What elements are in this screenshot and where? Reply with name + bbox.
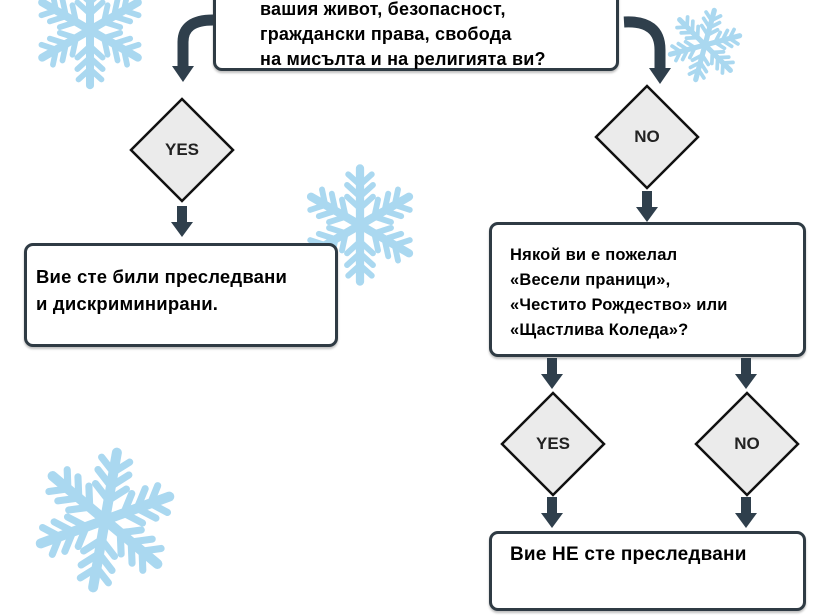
top-question-line: на мисълта и на религията ви?: [260, 49, 546, 69]
top-question-line: граждански права, свобода: [260, 24, 512, 44]
arrow-down-icon: [541, 358, 563, 389]
decision-2-no-diamond: NO: [694, 391, 800, 497]
result-not-persecuted-text: Вие НЕ сте преследвани: [510, 542, 747, 567]
question-2-box: Някой ви е пожелал «Весели праници», «Че…: [489, 222, 806, 357]
arrow-down-icon: [541, 497, 563, 528]
decision-2-yes-diamond: YES: [500, 391, 606, 497]
arrow-down-icon: [735, 358, 757, 389]
decision-no-diamond: NO: [594, 84, 700, 190]
arrow-down-icon: [171, 206, 193, 237]
curved-arrow-left-icon: [172, 14, 214, 82]
arrow-down-icon: [636, 191, 658, 222]
snowflake-icon: [20, 0, 160, 100]
result-not-persecuted-box: Вие НЕ сте преследвани: [489, 531, 806, 611]
decision-yes-diamond: YES: [129, 97, 235, 203]
question-2-line: «Щастлива Коледа»?: [510, 321, 689, 339]
result-persecuted-box: Вие сте били преследвани и дискриминиран…: [24, 243, 338, 347]
no-label: NO: [634, 127, 660, 146]
arrow-down-icon: [735, 497, 757, 528]
top-question-line: вашия живот, безопасност,: [260, 0, 506, 19]
result-line: Вие НЕ сте преследвани: [510, 544, 747, 565]
yes-label: YES: [535, 434, 571, 453]
question-2-line: «Весели праници»,: [510, 271, 671, 289]
top-question-text: вашия живот, безопасност, граждански пра…: [260, 0, 546, 72]
result-line: и дискриминирани.: [36, 293, 219, 314]
result-line: Вие сте били преследвани: [36, 266, 288, 287]
question-2-line: Някой ви е пожелал: [510, 246, 678, 264]
top-question-box: вашия живот, безопасност, граждански пра…: [213, 0, 619, 71]
question-2-text: Някой ви е пожелал «Весели праници», «Че…: [510, 243, 728, 343]
result-persecuted-text: Вие сте били преследвани и дискриминиран…: [36, 263, 287, 317]
curved-arrow-right-icon: [623, 16, 671, 84]
no-label: NO: [734, 434, 760, 453]
yes-label: YES: [164, 140, 200, 159]
question-2-line: «Честито Рождество» или: [510, 296, 728, 314]
snowflake-icon: [10, 425, 200, 615]
